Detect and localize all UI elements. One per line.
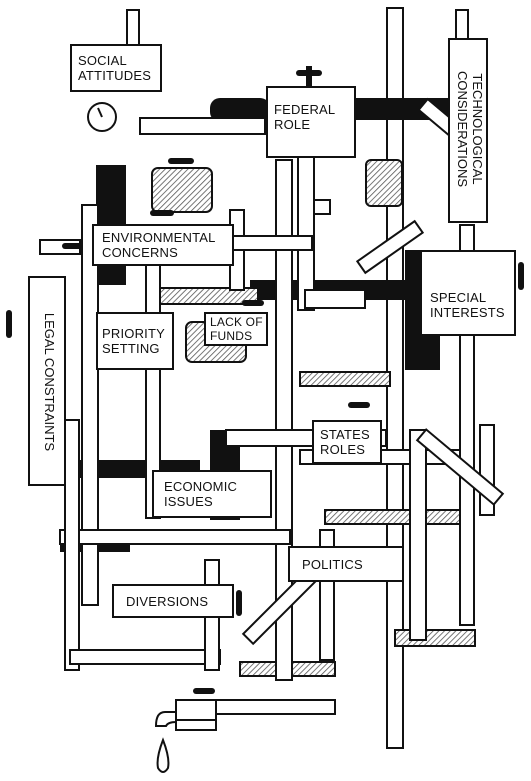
social-attitudes-label: SOCIAL ATTITUDES	[78, 53, 151, 83]
legal-constraints-label: LEGAL CONSTRAINTS	[42, 282, 57, 482]
drum-upper	[152, 168, 212, 212]
gauge-icon	[88, 103, 116, 131]
states-roles-box: STATES ROLES	[312, 420, 382, 464]
states-roles-label: STATES ROLES	[320, 427, 370, 457]
drum-right	[366, 160, 402, 206]
lack-of-funds-box: LACK OF FUNDS	[204, 312, 268, 346]
priority-setting-box: PRIORITY SETTING	[96, 312, 174, 370]
feed-pipe-left	[127, 10, 139, 45]
economic-issues-label: ECONOMIC ISSUES	[164, 479, 237, 509]
politics-box: POLITICS	[288, 546, 404, 582]
social-attitudes-box: SOCIAL ATTITUDES	[70, 44, 162, 92]
politics-label: POLITICS	[302, 557, 363, 572]
federal-role-label: FEDERAL ROLE	[274, 102, 335, 132]
water-drop-icon	[158, 740, 169, 772]
diversions-box: DIVERSIONS	[112, 584, 234, 618]
lack-of-funds-label: LACK OF FUNDS	[210, 315, 263, 343]
environmental-concerns-box: ENVIRONMENTAL CONCERNS	[92, 224, 234, 266]
special-interests-label: SPECIAL INTERESTS	[430, 290, 505, 320]
environmental-concerns-label: ENVIRONMENTAL CONCERNS	[102, 230, 216, 260]
diversions-label: DIVERSIONS	[126, 594, 208, 609]
economic-issues-box: ECONOMIC ISSUES	[152, 470, 272, 518]
technological-considerations-label: TECHNOLOGICAL CONSIDERATIONS	[455, 44, 485, 214]
federal-role-box: FEDERAL ROLE	[266, 86, 356, 158]
feed-pipe-right	[456, 10, 468, 40]
priority-setting-label: PRIORITY SETTING	[102, 326, 165, 356]
special-interests-box: SPECIAL INTERESTS	[420, 250, 516, 336]
